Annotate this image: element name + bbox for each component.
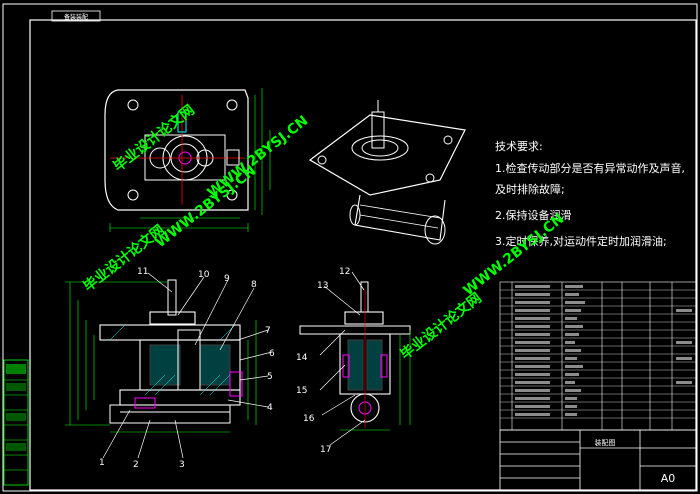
parts-list-text-marks	[515, 285, 692, 416]
callout-16: 16	[303, 414, 315, 424]
watermark-url-2: WWW.2BYSJ.CN	[461, 211, 568, 299]
callout-9: 9	[224, 274, 230, 284]
tech-item-2: 2.保持设备润滑	[495, 208, 572, 222]
drawing-name: 装配图	[595, 438, 616, 447]
tech-item-3: 3.定时保养,对运动件定时加润滑油;	[495, 234, 667, 248]
title-tab: 备装装配	[64, 13, 88, 21]
middle-callouts: 13 12 14 15 16 17	[296, 267, 350, 455]
sheet-size: A0	[661, 472, 676, 485]
left-margin-table	[3, 359, 29, 486]
left-leaders	[102, 272, 273, 459]
tech-requirements: 技术要求: 1.检查传动部分是否有异常动作及声音, 及时排除故障; 2.保持设备…	[495, 140, 685, 248]
callout-12: 12	[339, 267, 350, 277]
callout-8: 8	[251, 280, 257, 290]
front-section-view	[65, 279, 257, 433]
title-block	[499, 429, 697, 491]
callout-15: 15	[296, 386, 307, 396]
callout-7: 7	[265, 326, 271, 336]
title-tab-box	[51, 10, 101, 22]
callout-4: 4	[267, 403, 273, 413]
tech-item-1: 1.检查传动部分是否有异常动作及声音,	[495, 161, 685, 175]
left-callouts: 11 10 9 8 7 6 5 4 3 2 1	[99, 267, 275, 470]
isometric-view	[308, 100, 466, 245]
outer-border	[2, 3, 698, 492]
top-view	[104, 88, 271, 232]
callout-11: 11	[137, 267, 148, 277]
callout-14: 14	[296, 353, 308, 363]
callout-3: 3	[179, 460, 185, 470]
callout-6: 6	[269, 349, 275, 359]
callout-17: 17	[320, 445, 331, 455]
callout-5: 5	[267, 372, 273, 382]
callout-10: 10	[198, 270, 210, 280]
middle-leaders	[319, 271, 366, 446]
side-section-view	[299, 281, 411, 431]
tech-heading: 技术要求:	[495, 140, 543, 153]
parts-list-rows	[500, 289, 696, 419]
callout-13: 13	[317, 281, 328, 291]
watermark-url-3: WWW.2BYSJ.CN	[205, 113, 312, 201]
callout-2: 2	[133, 460, 139, 470]
watermark-cn-2: 毕业设计论文网	[80, 221, 168, 295]
tech-item-1-cont: 及时排除故障;	[495, 182, 565, 196]
inner-border	[29, 19, 697, 491]
callout-1: 1	[99, 458, 105, 468]
